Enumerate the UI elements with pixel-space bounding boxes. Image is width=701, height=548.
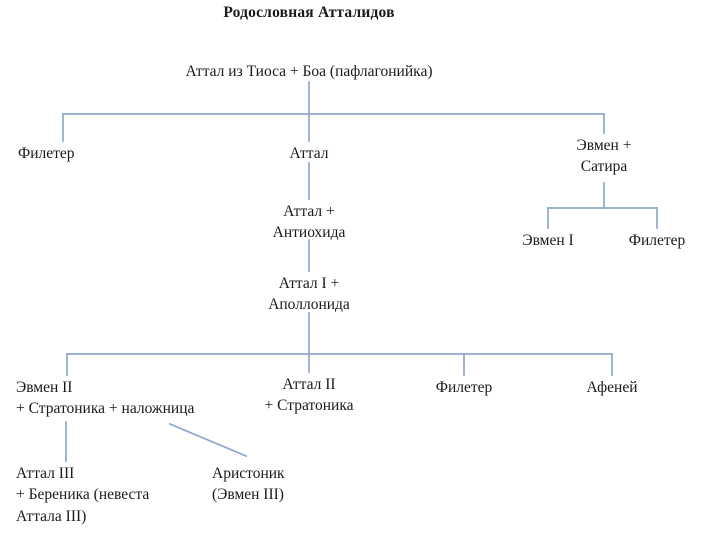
node-eumenes-satyra-line1: Эвмен + xyxy=(576,137,632,154)
node-athenaios: Афеней xyxy=(587,377,638,398)
node-attalos-iii: Аттал III + Береника (невеста Аттала III… xyxy=(16,463,149,527)
node-filetairos: Филетер xyxy=(18,143,75,164)
page-title: Родословная Атталидов xyxy=(223,4,395,21)
node-eumenes-i-label: Эвмен I xyxy=(522,232,574,249)
node-attalos-iii-line3: Аттала III) xyxy=(16,507,87,525)
node-attalos-i-apollonis-line1: Аттал I + xyxy=(278,275,340,292)
node-athenaios-label: Афеней xyxy=(586,379,638,396)
node-attalos-ii: Аттал II + Стратоника xyxy=(264,374,353,417)
node-eumenes-ii-line2: + Стратоника + наложница xyxy=(16,400,195,418)
node-eumenes-satyra: Эвмен + Сатира xyxy=(577,135,632,178)
node-aristonikos-line2: (Эвмен III) xyxy=(212,486,284,504)
node-filetairos-label: Филетер xyxy=(18,145,75,162)
node-filetairos-2-label: Филетер xyxy=(628,232,686,249)
node-attalos-antiochis: Аттал + Антиохида xyxy=(273,201,346,244)
node-attalos-of-tios-label: Аттал из Тиоса + Боа (пафлагонийка) xyxy=(185,63,433,80)
node-filetairos-2: Филетер xyxy=(629,230,686,251)
node-attalos-ii-line1: Аттал II xyxy=(282,376,336,393)
node-eumenes-i: Эвмен I xyxy=(522,230,573,251)
node-aristonikos-line1: Аристоник xyxy=(212,465,285,482)
node-attalos-i-apollonis: Аттал I + Аполлонида xyxy=(268,273,350,316)
node-attalos-ii-line2: + Стратоника xyxy=(264,397,354,415)
node-attalos: Аттал xyxy=(290,143,329,164)
node-attalos-antiochis-line2: Антиохида xyxy=(272,224,346,242)
node-eumenes-ii: Эвмен II + Стратоника + наложница xyxy=(16,377,194,420)
node-attalos-of-tios: Аттал из Тиоса + Боа (пафлагонийка) xyxy=(186,61,433,82)
node-filetairos-3: Филетер xyxy=(436,377,493,398)
node-eumenes-satyra-line2: Сатира xyxy=(580,158,628,176)
node-attalos-antiochis-line1: Аттал + xyxy=(283,203,335,220)
node-attalos-iii-line1: Аттал III xyxy=(16,465,75,482)
node-eumenes-ii-line1: Эвмен II xyxy=(16,379,73,396)
node-aristonikos: Аристоник (Эвмен III) xyxy=(212,463,285,506)
node-attalos-iii-line2: + Береника (невеста xyxy=(16,486,150,504)
node-attalos-label: Аттал xyxy=(289,145,329,162)
wire-diagonal-aristonikos xyxy=(168,422,248,458)
node-filetairos-3-label: Филетер xyxy=(435,379,493,396)
node-attalos-i-apollonis-line2: Аполлонида xyxy=(268,296,350,314)
